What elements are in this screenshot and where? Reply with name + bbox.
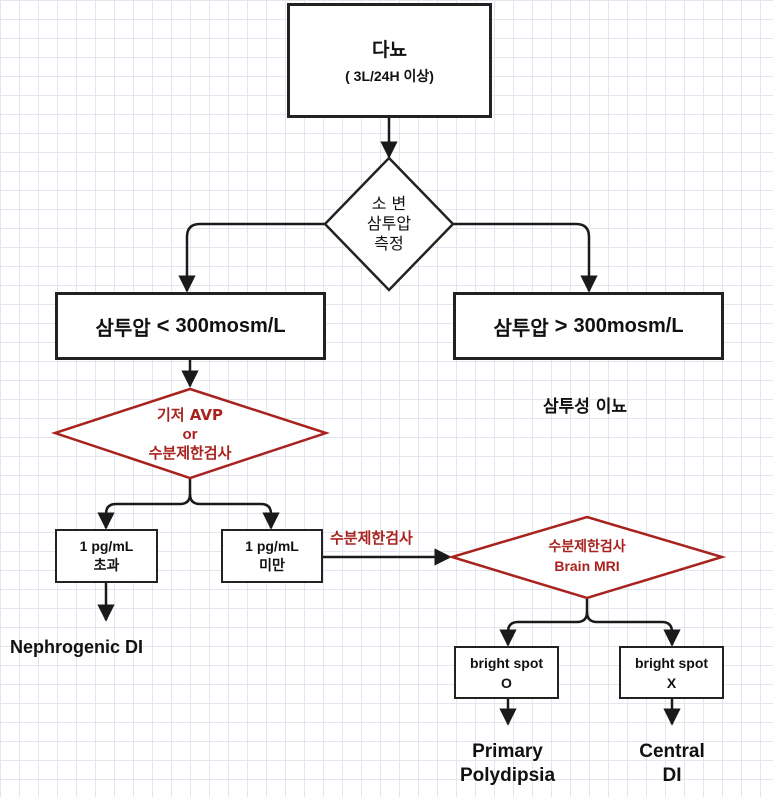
avp-over-line2: 초과 — [93, 558, 120, 574]
connector-mri-to-x — [585, 611, 681, 647]
polyuria-box: 다뇨 ( 3L/24H 이상) — [287, 3, 492, 118]
high-osm-label: 삼투압 — [493, 315, 549, 340]
mri-test-diamond: 수분제한검사 Brain MRI — [497, 534, 677, 580]
nephrogenic-di-label: Nephrogenic DI — [10, 637, 144, 657]
avp-test-line2: or — [182, 425, 198, 443]
urine-osm-line1: 소 변 — [371, 194, 407, 213]
connector-osm-to-high — [453, 222, 598, 293]
avp-test-diamond: 기저 AVP or 수분제한검사 — [100, 398, 280, 470]
low-osm-symbol: < — [156, 313, 170, 338]
low-osm-box: 삼투압 < 300mosm/L — [55, 292, 326, 360]
urine-osm-diamond: 소 변 삼투압 측정 — [339, 180, 439, 268]
connector-avp-split — [97, 478, 192, 530]
bright-spot-x-box: bright spot X — [619, 646, 724, 699]
bright-spot-x-line2: X — [666, 674, 677, 691]
avp-test-line1: 기저 AVP — [156, 405, 224, 424]
bright-spot-o-line2: O — [501, 674, 512, 691]
low-osm-value: 300mosm/L — [175, 314, 286, 337]
primary-polydipsia-line1: Primary — [472, 741, 543, 762]
primary-polydipsia-label: Primary Polydipsia — [440, 740, 575, 788]
central-di-label: Central DI — [612, 740, 732, 788]
avp-test-line3: 수분제한검사 — [148, 443, 232, 462]
avp-test-diamond-shape — [51, 387, 331, 480]
bright-spot-o-line1: bright spot — [469, 654, 544, 671]
high-osm-symbol: > — [554, 313, 568, 338]
bright-spot-o-box: bright spot O — [454, 646, 559, 699]
urine-osm-line3: 측정 — [374, 234, 404, 253]
avp-under-line1: 1 pg/mL — [245, 538, 299, 554]
connector-osm-to-low — [178, 222, 325, 293]
urine-osm-diamond-shape — [323, 156, 455, 292]
connector-avp-to-under — [188, 493, 280, 530]
high-osm-value: 300mosm/L — [573, 314, 684, 337]
avp-over-line1: 1 pg/mL — [79, 538, 134, 554]
central-di-line1: Central — [639, 741, 705, 762]
high-osm-box: 삼투압 > 300mosm/L — [453, 292, 724, 360]
polyuria-subtitle: ( 3L/24H 이상) — [345, 68, 434, 84]
avp-over-box: 1 pg/mL 초과 — [55, 529, 158, 583]
bright-spot-x-line1: bright spot — [634, 654, 709, 671]
low-osm-label: 삼투압 — [95, 315, 151, 340]
polyuria-title: 다뇨 — [372, 39, 407, 61]
urine-osm-line2: 삼투압 — [366, 214, 412, 233]
central-di-line2: DI — [662, 765, 682, 786]
connector-mri-split — [499, 598, 589, 647]
primary-polydipsia-line2: Polydipsia — [459, 765, 556, 786]
osmotic-diuresis-label: 삼투성 이뇨 — [542, 397, 628, 417]
mri-test-line1: 수분제한검사 — [548, 539, 626, 555]
water-deprivation-arrow-label: 수분제한검사 — [330, 529, 413, 547]
avp-under-box: 1 pg/mL 미만 — [221, 529, 323, 583]
avp-under-line2: 미만 — [259, 558, 285, 574]
mri-test-diamond-shape — [447, 515, 727, 600]
mri-test-line2: Brain MRI — [554, 558, 620, 574]
